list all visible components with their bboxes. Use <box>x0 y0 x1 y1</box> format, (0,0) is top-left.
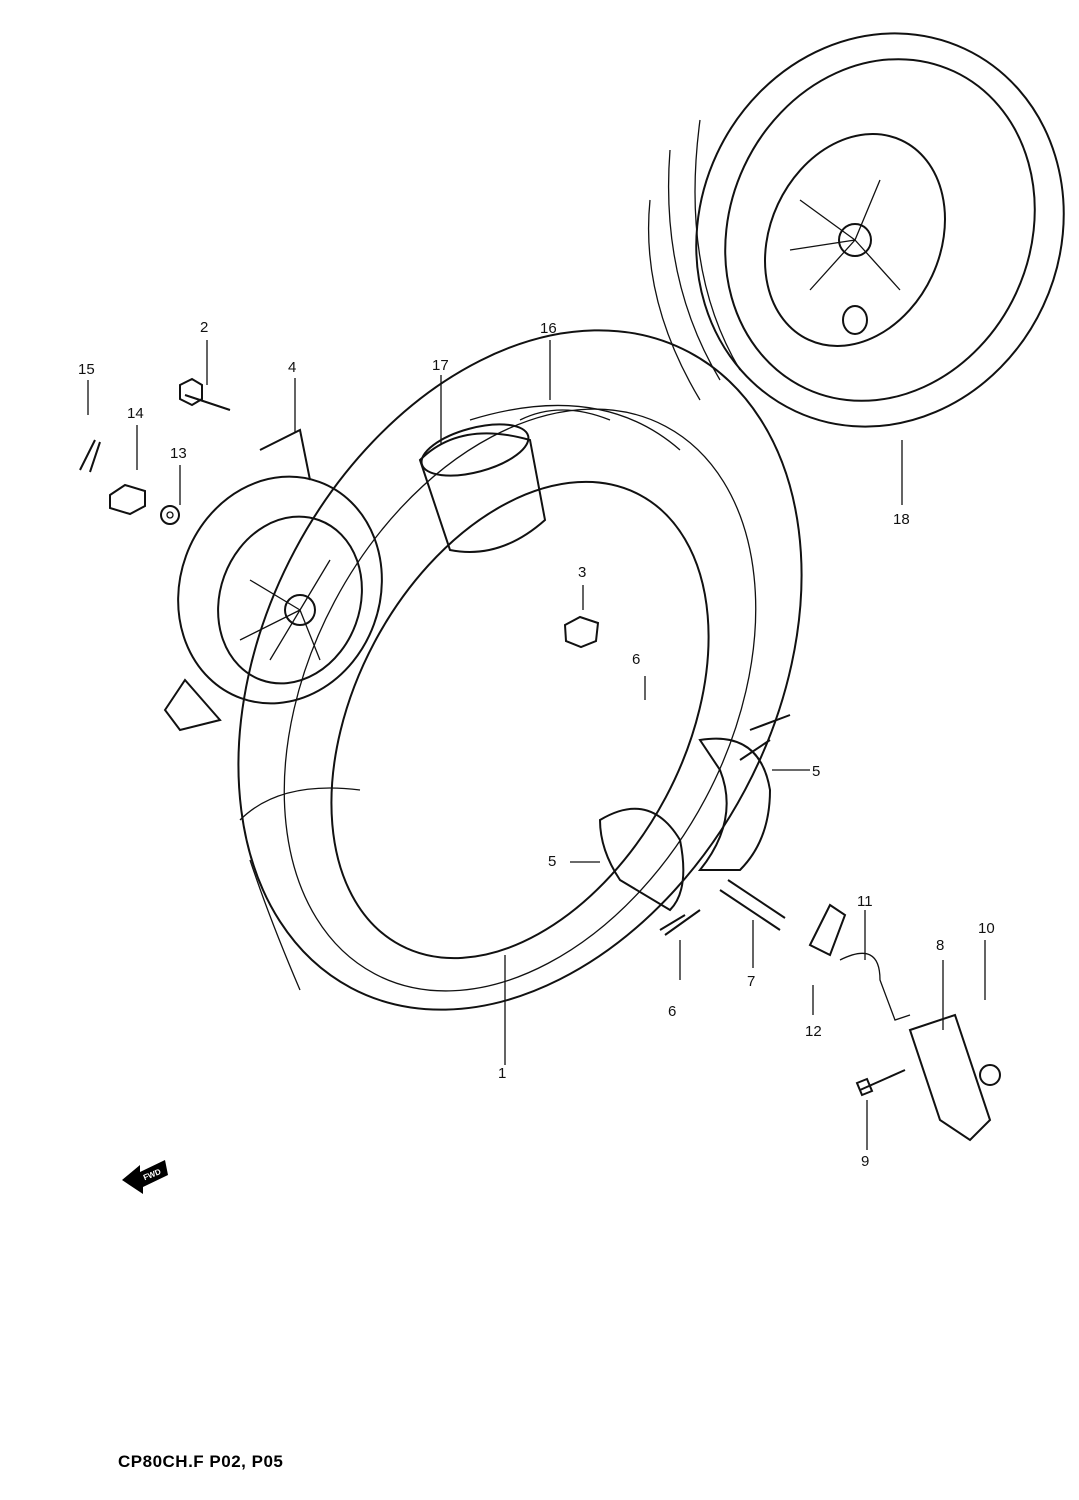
part-label-7: 7 <box>747 973 755 990</box>
part-label-9: 9 <box>861 1153 869 1170</box>
part-label-6b: 6 <box>668 1003 676 1020</box>
brake-panel-drawing <box>163 428 383 732</box>
part-label-8: 8 <box>936 937 944 954</box>
part-label-14: 14 <box>127 405 144 422</box>
part-label-12: 12 <box>805 1023 822 1040</box>
part-label-1: 1 <box>498 1065 506 1082</box>
wheel-assembly-drawing <box>647 32 1065 428</box>
part-label-10: 10 <box>978 920 995 937</box>
part-label-6a: 6 <box>632 651 640 668</box>
leader-lines <box>87 340 986 1150</box>
part-label-13: 13 <box>170 445 187 462</box>
forward-arrow-icon: FWD <box>122 1160 168 1194</box>
tire-drawing <box>237 329 803 1011</box>
model-code: CP80CH.F P02, P05 <box>118 1452 284 1471</box>
tube-drawing <box>418 423 547 553</box>
part-label-11: 11 <box>857 893 873 910</box>
part-label-15: 15 <box>78 361 95 378</box>
part-label-17: 17 <box>432 357 449 374</box>
brake-shoes-drawing <box>598 737 772 931</box>
part-label-4: 4 <box>288 359 296 376</box>
part-label-5a: 5 <box>812 763 820 780</box>
part-label-5b: 5 <box>548 853 556 870</box>
part-label-18: 18 <box>893 511 910 528</box>
small-parts-drawing <box>79 377 1001 1142</box>
part-label-2: 2 <box>200 319 208 336</box>
part-label-16: 16 <box>540 320 557 337</box>
part-label-3: 3 <box>578 564 586 581</box>
